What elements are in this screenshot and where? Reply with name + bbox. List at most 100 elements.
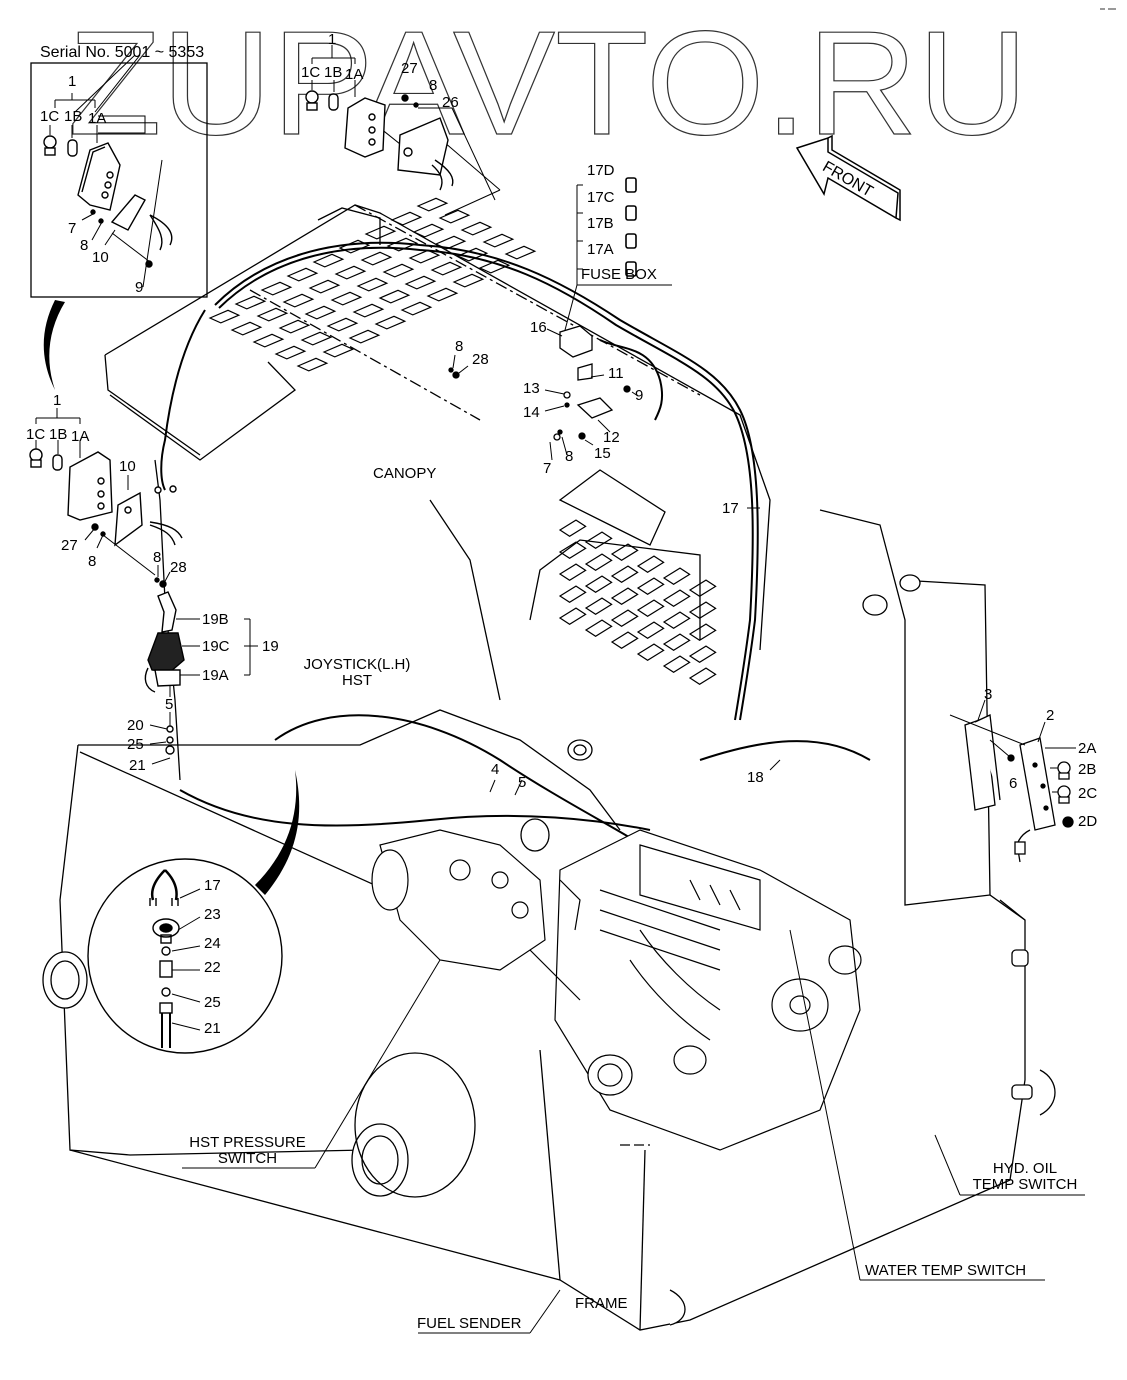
mesh-slot xyxy=(404,275,437,290)
mesh-slot xyxy=(558,541,587,560)
part-label: 1 xyxy=(68,73,77,90)
mesh-slot xyxy=(338,239,371,254)
right-lamp-assembly xyxy=(964,714,1074,863)
mesh-slot xyxy=(300,331,333,346)
part-label: 18 xyxy=(747,769,764,786)
hyd-oil-temp-switch-label: HYD. OIL TEMP SWITCH xyxy=(965,1161,1085,1193)
mesh-slot xyxy=(584,575,613,594)
part-label: 2C xyxy=(1078,785,1098,802)
left-lamp-leaders xyxy=(35,408,171,586)
part-label: 19 xyxy=(262,638,279,655)
part-label: 4 xyxy=(491,761,500,778)
part-label: 5 xyxy=(518,774,527,791)
pressure-detail-circle xyxy=(87,858,283,1054)
part-label: 1C xyxy=(26,426,46,443)
mesh-slot xyxy=(374,315,407,330)
part-label: 19A xyxy=(202,667,229,684)
mesh-slot xyxy=(426,287,459,302)
mesh-slot xyxy=(584,553,613,572)
part-label: 1B xyxy=(64,108,83,125)
part-label: 19B xyxy=(202,611,229,628)
fuel-sender-label: FUEL SENDER xyxy=(417,1315,522,1332)
part-label: 28 xyxy=(472,351,489,368)
part-label: 5 xyxy=(165,696,174,713)
canopy-label: CANOPY xyxy=(373,465,437,482)
mesh-slot xyxy=(382,263,415,278)
part-label: 21 xyxy=(129,757,146,774)
mesh-slot xyxy=(688,667,717,686)
relay-leaders xyxy=(452,328,639,461)
part-label: 8 xyxy=(565,448,574,465)
canopy-mesh-rear xyxy=(558,519,717,686)
joystick-body xyxy=(144,591,185,755)
part-label: 14 xyxy=(523,404,540,421)
mesh-slot xyxy=(208,309,241,324)
left-lamp-housing xyxy=(29,448,183,588)
mesh-slot xyxy=(688,623,717,642)
watermark-text: ZUPAVTO.RU xyxy=(68,1,1028,166)
mesh-slot xyxy=(636,599,665,618)
mesh-slot xyxy=(274,345,307,360)
part-label: 13 xyxy=(523,380,540,397)
mesh-slot xyxy=(460,221,493,236)
mesh-slot xyxy=(558,563,587,582)
mesh-slot xyxy=(296,357,329,372)
mesh-slot xyxy=(504,245,537,260)
joystick-label-line1: JOYSTICK(L.H) xyxy=(303,656,411,673)
fuse-label: 17C xyxy=(587,189,615,206)
part-label: 1B xyxy=(324,64,343,81)
mesh-slot xyxy=(400,301,433,316)
part-label: 24 xyxy=(204,935,221,952)
part-label: 12 xyxy=(603,429,620,446)
mesh-slot xyxy=(688,601,717,620)
part-label: 26 xyxy=(442,94,459,111)
mesh-slot xyxy=(558,585,587,604)
part-label: 8 xyxy=(88,553,97,570)
mesh-slot xyxy=(360,251,393,266)
mesh-slot xyxy=(558,607,587,626)
mesh-slot xyxy=(416,197,449,212)
part-label: 25 xyxy=(127,736,144,753)
hyd-oil-line1: HYD. OIL xyxy=(992,1160,1058,1177)
mesh-slot xyxy=(286,267,319,282)
mesh-slot xyxy=(662,611,691,630)
frame-outline xyxy=(59,509,1026,1331)
part-label: 10 xyxy=(92,249,109,266)
part-label: 19C xyxy=(202,638,230,655)
mesh-slot xyxy=(636,555,665,574)
rear-lamp-top-housing xyxy=(305,90,454,191)
mesh-slot xyxy=(610,631,639,650)
fuse-label: 17A xyxy=(587,241,614,258)
mesh-slot xyxy=(584,619,613,638)
relay-group xyxy=(448,325,631,441)
mesh-slot xyxy=(636,577,665,596)
hst-pressure-switch-label: HST PRESSURE SWITCH xyxy=(180,1135,315,1167)
front-arrow xyxy=(795,134,901,222)
part-label: 28 xyxy=(170,559,187,576)
mesh-slot xyxy=(636,643,665,662)
right-lamp-leaders xyxy=(949,699,1076,793)
part-label: 2B xyxy=(1078,761,1097,778)
pressure-detail-leaders xyxy=(171,888,201,1031)
serial-note: Serial No. 5001 ~ 5353 xyxy=(40,44,205,61)
pressure-detail-parts xyxy=(149,869,180,1048)
mesh-slot xyxy=(322,343,355,358)
pointer-arc-right xyxy=(255,770,300,895)
part-label: 17 xyxy=(204,877,221,894)
mesh-slot xyxy=(304,305,337,320)
canopy-mesh-top xyxy=(208,197,537,372)
part-label: 9 xyxy=(135,279,144,296)
canopy-outline xyxy=(104,204,771,781)
hyd-oil-line2: TEMP SWITCH xyxy=(972,1176,1078,1193)
mesh-slot xyxy=(282,293,315,308)
part-label: 1 xyxy=(53,392,62,409)
mesh-slot xyxy=(610,565,639,584)
part-label: 8 xyxy=(429,77,438,94)
part-label: 7 xyxy=(543,460,552,477)
inset-leaders xyxy=(49,54,163,288)
mesh-slot xyxy=(584,531,613,550)
mesh-slot xyxy=(378,289,411,304)
part-label: 20 xyxy=(127,717,144,734)
